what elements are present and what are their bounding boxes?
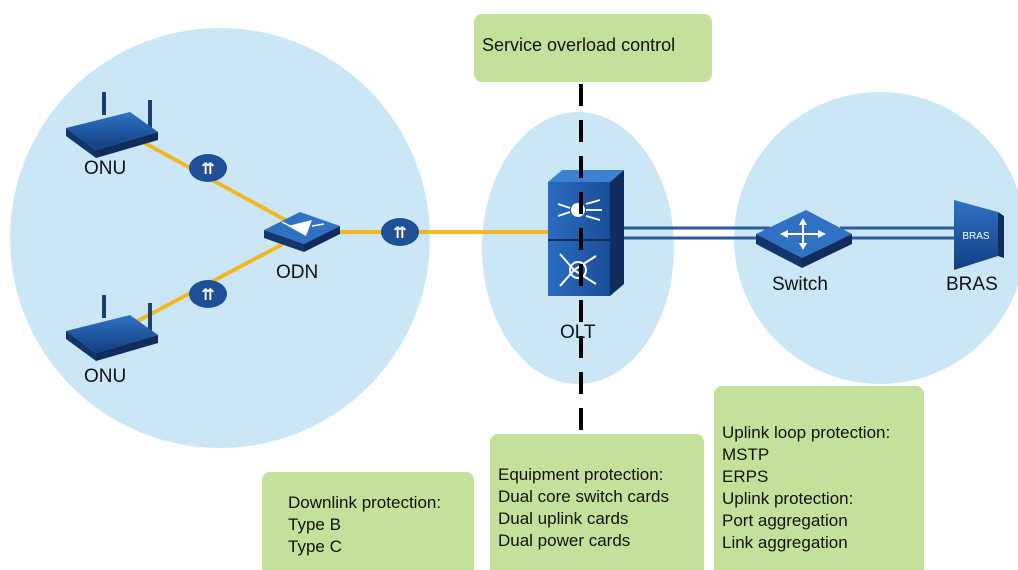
onu-device-icon	[66, 295, 158, 361]
svg-text:⇈: ⇈	[201, 285, 214, 304]
callout-line: MSTP	[722, 445, 770, 464]
fiber-onu-top-odn	[129, 133, 301, 230]
traffic-marker-icon: ⇈	[189, 154, 227, 182]
callout-line: Dual power cards	[498, 531, 631, 550]
callout-line: Service overload control	[482, 35, 676, 55]
callout-line: Type C	[288, 537, 342, 556]
traffic-marker-icon: ⇈	[189, 280, 227, 308]
switch-device-icon	[756, 210, 852, 268]
traffic-marker-icon: ⇈	[381, 218, 419, 246]
callout-line: ERPS	[722, 467, 769, 486]
bras-device-text: BRAS	[962, 231, 990, 242]
callout-line: Dual core switch cards	[498, 487, 670, 506]
bras-device-icon: BRAS	[954, 200, 1004, 270]
olt-device-icon	[548, 170, 624, 296]
callout-line: Uplink loop protection:	[722, 423, 891, 442]
onu-top-label: ONU	[84, 158, 127, 179]
olt-label: OLT	[560, 322, 596, 343]
fiber-onu-bottom-odn	[129, 233, 301, 327]
onu-device-icon	[66, 92, 158, 158]
callout-line: Link aggregation	[722, 533, 848, 552]
onu-bottom-label: ONU	[84, 366, 127, 387]
odn-splitter-icon	[264, 212, 340, 252]
downlink-protection-callout: Downlink protection: Type B Type C	[262, 472, 474, 570]
equipment-protection-callout: Equipment protection: Dual core switch c…	[490, 434, 704, 570]
switch-label: Switch	[772, 274, 828, 295]
callout-line: Dual uplink cards	[498, 509, 629, 528]
access-zone	[10, 28, 430, 448]
callout-line: Uplink protection:	[722, 489, 854, 508]
bras-label: BRAS	[946, 274, 998, 295]
svg-text:⇈: ⇈	[201, 159, 214, 178]
service-overload-callout: Service overload control	[474, 14, 712, 82]
callout-line: Downlink protection:	[288, 493, 442, 512]
svg-text:⇈: ⇈	[393, 223, 406, 242]
odn-label: ODN	[276, 262, 319, 283]
callout-line: Equipment protection:	[498, 465, 664, 484]
callout-line: Port aggregation	[722, 511, 848, 530]
uplink-protection-callout: Uplink loop protection: MSTP ERPS Uplink…	[714, 386, 924, 570]
callout-line: Type B	[288, 515, 341, 534]
